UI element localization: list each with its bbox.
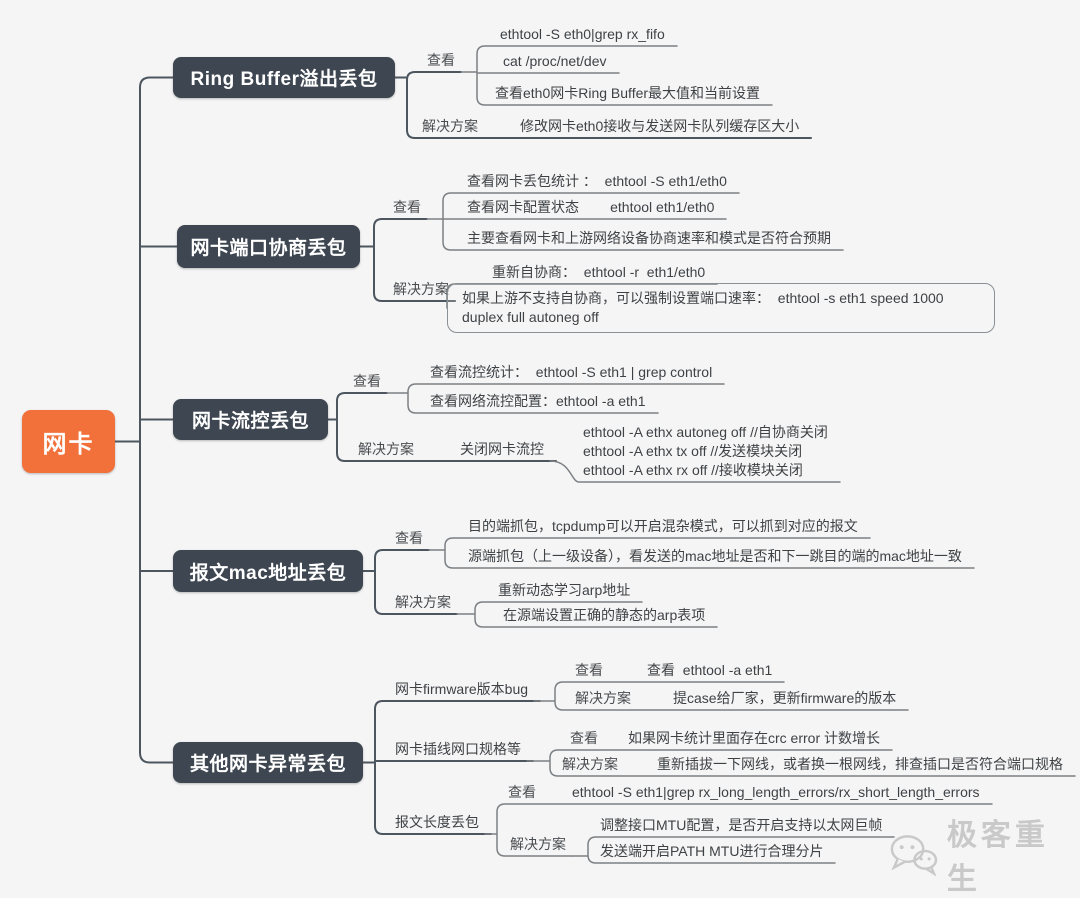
leaf-b1-solve-1[interactable]: 修改网卡eth0接收与发送网卡队列缓存区大小 bbox=[520, 118, 800, 134]
leaf-b1-check-3[interactable]: 查看eth0网卡Ring Buffer最大值和当前设置 bbox=[495, 85, 761, 101]
label-check-b5-firmware[interactable]: 查看 bbox=[575, 662, 603, 678]
leaf-b4-check-2[interactable]: 源端抓包（上一级设备），看发送的mac地址是否和下一跳目的端的mac地址一致 bbox=[468, 548, 962, 564]
leaf-b5-firmware-solve[interactable]: 提case给厂家，更新firmware的版本 bbox=[673, 690, 897, 706]
leaf-b1-check-1[interactable]: ethtool -S eth0|grep rx_fifo bbox=[500, 26, 665, 42]
leaf-b3-check-2[interactable]: 查看网络流控配置：ethtool -a eth1 bbox=[430, 393, 646, 409]
leaf-b5-length-solve-1[interactable]: 调整接口MTU配置，是否开启支持以太网巨帧 bbox=[600, 817, 883, 833]
leaf-b2-check-1[interactable]: 查看网卡丢包统计 ： ethtool -S eth1/eth0 bbox=[467, 173, 727, 189]
leaf-b1-check-2[interactable]: cat /proc/net/dev bbox=[503, 53, 607, 69]
leaf-b2-solve-2-boxed[interactable]: 如果上游不支持自协商，可以强制设置端口速率： ethtool -s eth1 s… bbox=[447, 283, 995, 333]
root-topic-nic[interactable]: 网卡 bbox=[22, 410, 115, 473]
leaf-b2-check-3[interactable]: 主要查看网卡和上游网络设备协商速率和模式是否符合预期 bbox=[467, 230, 831, 246]
leaf-b4-solve-1[interactable]: 重新动态学习arp地址 bbox=[498, 582, 631, 598]
label-solve-b1[interactable]: 解决方案 bbox=[422, 118, 478, 134]
leaf-b2-solve-1[interactable]: 重新自协商： ethtool -r eth1/eth0 bbox=[492, 264, 706, 280]
leaf-b5-length-check[interactable]: ethtool -S eth1|grep rx_long_length_erro… bbox=[572, 784, 980, 800]
watermark-text: 极客重生 bbox=[946, 819, 1049, 896]
leaf-b5-firmware-bug[interactable]: 网卡firmware版本bug bbox=[395, 681, 529, 697]
watermark: 极客重生 bbox=[888, 810, 1080, 898]
label-check-b3[interactable]: 查看 bbox=[353, 373, 381, 389]
label-check-b1[interactable]: 查看 bbox=[427, 52, 455, 68]
label-solve-b5-firmware[interactable]: 解决方案 bbox=[575, 690, 631, 706]
branch-topic-ring-buffer-overflow[interactable]: Ring Buffer溢出丢包 bbox=[173, 57, 395, 98]
leaf-b3-close-flow-control[interactable]: 关闭网卡流控 bbox=[460, 441, 544, 457]
label-solve-b5-cable[interactable]: 解决方案 bbox=[562, 756, 618, 772]
label-check-b4[interactable]: 查看 bbox=[395, 530, 423, 546]
branch-topic-port-negotiation[interactable]: 网卡端口协商丢包 bbox=[177, 225, 360, 268]
branch-topic-other-anomalies[interactable]: 其他网卡异常丢包 bbox=[173, 742, 363, 783]
leaf-b5-cable-solve[interactable]: 重新插拔一下网线，或者换一根网线，排查插口是否符合端口规格 bbox=[657, 756, 1063, 772]
label-solve-b2[interactable]: 解决方案 bbox=[393, 281, 449, 297]
leaf-b5-length-solve-2[interactable]: 发送端开启PATH MTU进行合理分片 bbox=[600, 843, 824, 859]
leaf-b3-solve-commands[interactable]: ethtool -A ethx autoneg off //自协商关闭 etht… bbox=[583, 424, 828, 478]
label-check-b5-cable[interactable]: 查看 bbox=[570, 730, 598, 746]
leaf-b4-check-1[interactable]: 目的端抓包，tcpdump可以开启混杂模式，可以抓到对应的报文 bbox=[468, 518, 858, 534]
label-solve-b5-length[interactable]: 解决方案 bbox=[510, 836, 566, 852]
leaf-b5-packet-length[interactable]: 报文长度丢包 bbox=[395, 814, 479, 830]
leaf-b2-check-2[interactable]: 查看网卡配置状态 ethtool eth1/eth0 bbox=[467, 199, 715, 215]
label-solve-b3[interactable]: 解决方案 bbox=[358, 441, 414, 457]
label-solve-b4[interactable]: 解决方案 bbox=[395, 594, 451, 610]
label-check-b2[interactable]: 查看 bbox=[393, 199, 421, 215]
wechat-chat-bubbles-icon bbox=[890, 835, 938, 876]
leaf-b5-cable-port-spec[interactable]: 网卡插线网口规格等 bbox=[395, 741, 521, 757]
leaf-b3-check-1[interactable]: 查看流控统计： ethtool -S eth1 | grep control bbox=[430, 364, 713, 380]
leaf-b5-firmware-check[interactable]: 查看 ethtool -a eth1 bbox=[647, 662, 773, 678]
leaf-b4-solve-2[interactable]: 在源端设置正确的静态的arp表项 bbox=[503, 607, 706, 623]
branch-topic-flow-control[interactable]: 网卡流控丢包 bbox=[173, 399, 328, 440]
leaf-b5-cable-check[interactable]: 如果网卡统计里面存在crc error 计数增长 bbox=[628, 730, 880, 746]
branch-topic-mac-address[interactable]: 报文mac地址丢包 bbox=[173, 550, 363, 592]
label-check-b5-length[interactable]: 查看 bbox=[508, 784, 536, 800]
